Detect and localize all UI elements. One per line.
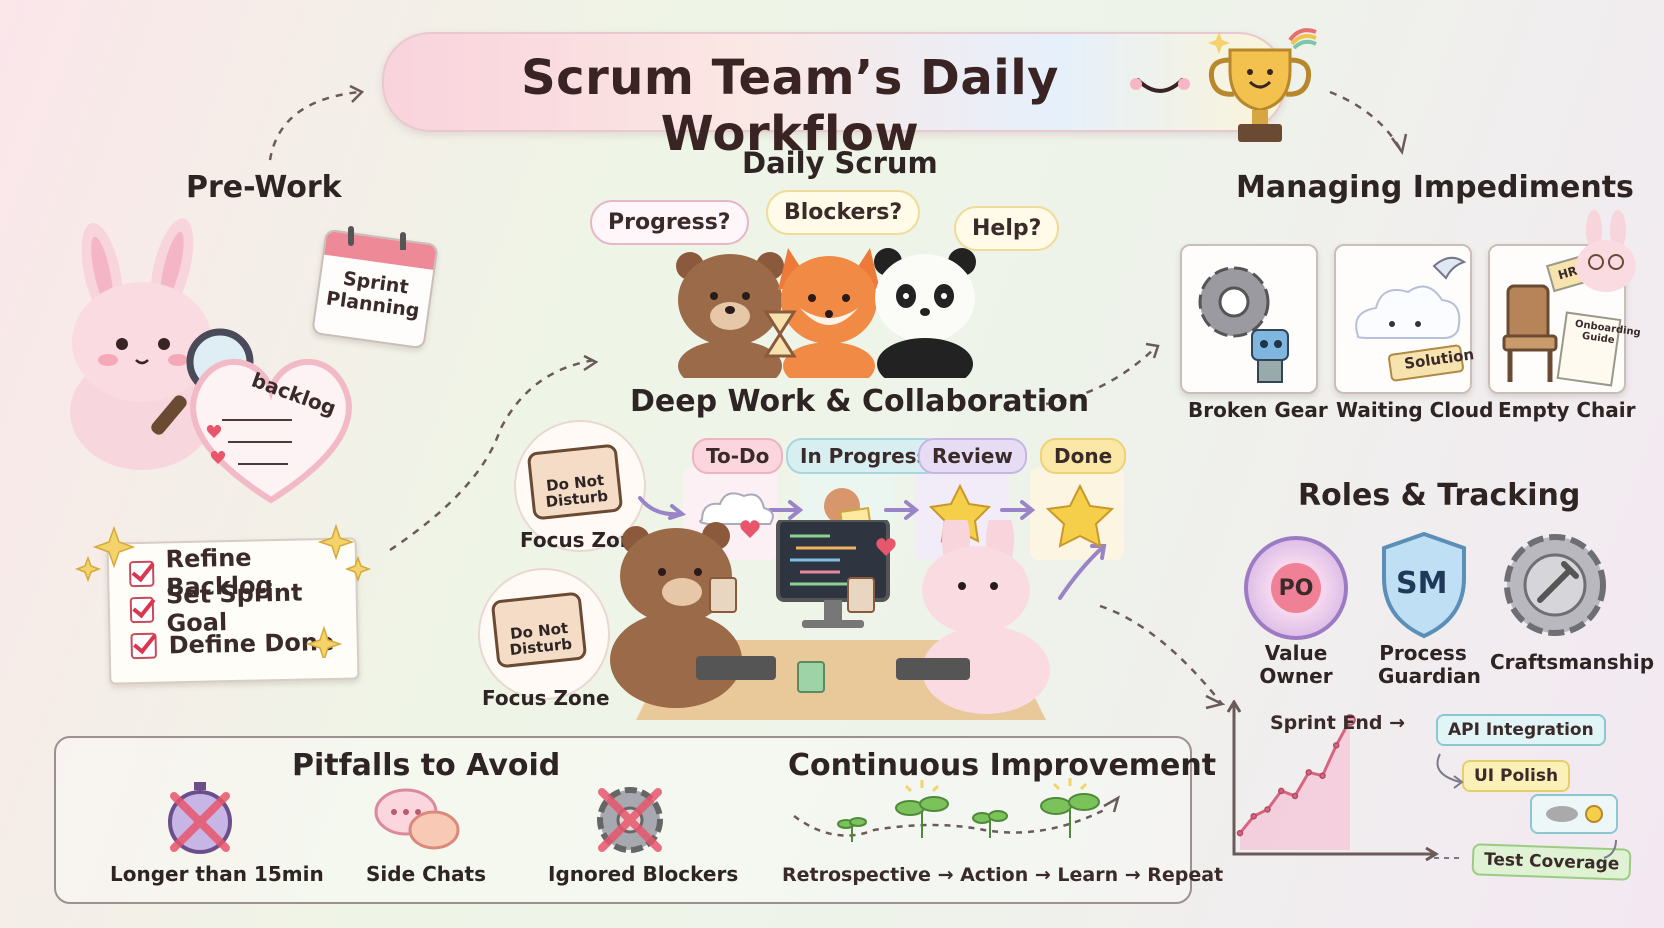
pitfall-label: Side Chats (366, 862, 486, 886)
sign-text: Do Not Disturb (544, 471, 609, 512)
broken-gear-icon (1198, 266, 1289, 383)
calendar-rings-icon (348, 226, 406, 250)
kanban-tag-todo: To-Do (692, 438, 784, 474)
heart-backlog-icon (190, 359, 352, 504)
task-tag-ui-polish: UI Polish (1462, 760, 1571, 792)
improvement-heading: Continuous Improvement (788, 748, 1217, 783)
pitfalls-heading: Pitfalls to Avoid (292, 748, 561, 783)
calendar-text: Sprint Planning (324, 267, 421, 323)
speech-bubble-help: Help? (954, 206, 1060, 251)
roles-heading: Roles & Tracking (1298, 478, 1581, 513)
bunny-illustration (70, 218, 254, 470)
task-tag-api: API Integration (1436, 714, 1606, 746)
sign-text: Do Not Disturb (508, 619, 573, 660)
kanban-tag-in-progress: In Progress (786, 438, 943, 474)
bunny-glasses-icon (1576, 210, 1636, 292)
mouse-icon (1546, 805, 1603, 823)
po-badge-text: PO (1271, 563, 1321, 613)
impediment-card-broken-gear (1180, 244, 1318, 394)
impediment-label: Broken Gear (1188, 398, 1328, 422)
impediments-heading: Managing Impediments (1236, 170, 1634, 205)
waiting-cloud-icon (1355, 256, 1467, 382)
side-chats-icon (374, 788, 460, 850)
burnup-point (1291, 792, 1299, 800)
impediment-label: Waiting Cloud (1336, 398, 1494, 422)
impediment-label: Empty Chair (1498, 398, 1636, 422)
burnup-point (1236, 829, 1244, 837)
role-label: Craftsmanship (1490, 650, 1655, 674)
pitfall-label: Ignored Blockers (548, 862, 739, 886)
smile-icon (1130, 78, 1190, 93)
impediment-card-waiting-cloud: Solution (1334, 244, 1475, 394)
daily-scrum-heading: Daily Scrum (742, 146, 938, 180)
burnup-point (1250, 812, 1257, 820)
do-not-disturb-sign: Do Not Disturb (490, 591, 588, 669)
sm-badge-text: SM (1396, 566, 1448, 601)
role-label: Value Owner (1259, 641, 1333, 688)
burnup-point (1333, 742, 1340, 749)
collaboration-desk-scene (610, 520, 1050, 720)
sprout-growth-icons (793, 778, 1121, 842)
pre-work-heading: Pre-Work (186, 170, 342, 205)
burnup-point (1278, 787, 1285, 795)
daily-scrum-animals (676, 248, 976, 378)
kanban-tag-done: Done (1040, 438, 1127, 474)
sparkle-icons (74, 523, 372, 658)
burnup-point (1319, 772, 1326, 779)
page-title: Scrum Team’s Daily Workflow (521, 50, 1059, 162)
speech-bubble-progress: Progress? (590, 200, 749, 245)
pitfall-label: Longer than 15min (110, 862, 324, 886)
role-label: Process Guardian (1378, 641, 1481, 688)
task-tag-mouse (1530, 794, 1618, 834)
burnup-point (1344, 714, 1356, 726)
trophy-icon (1208, 28, 1317, 142)
empty-chair-icon (1502, 253, 1622, 387)
burnup-point (1305, 769, 1312, 776)
burnup-chart (1226, 700, 1439, 862)
improvement-cycle-text: Retrospective → Action → Learn → Repeat (782, 864, 1224, 886)
kanban-tag-review: Review (918, 438, 1027, 474)
po-badge: PO (1244, 536, 1348, 640)
focus-zone-label: Focus Zone (482, 686, 610, 710)
ignored-blockers-icon (597, 787, 663, 853)
sm-shield-icon (1382, 531, 1466, 639)
burnup-area (1240, 720, 1350, 850)
stopwatch-crossed-icon (168, 782, 232, 854)
craftsmanship-gear-icon (1504, 534, 1606, 636)
burnup-point (1264, 806, 1271, 813)
deep-work-heading: Deep Work & Collaboration (630, 384, 1090, 419)
do-not-disturb-sign: Do Not Disturb (526, 443, 624, 521)
sprint-end-label: Sprint End → (1270, 712, 1406, 734)
speech-bubble-blockers: Blockers? (766, 190, 921, 235)
task-connectors (1434, 753, 1617, 859)
